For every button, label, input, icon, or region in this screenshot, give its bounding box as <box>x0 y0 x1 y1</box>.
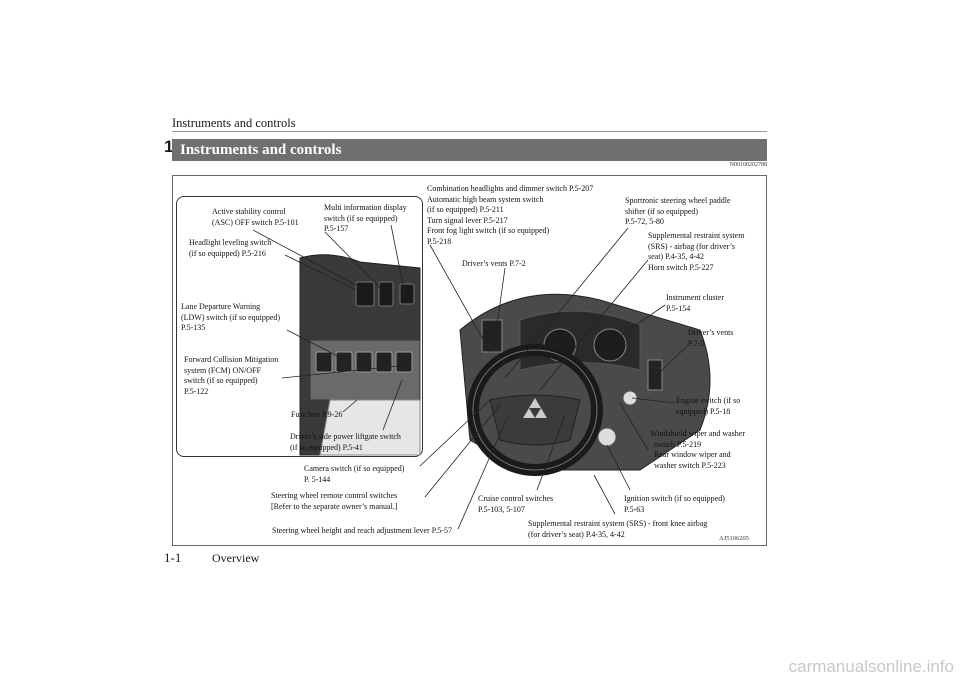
label-fuse-box: Fuse box P.9-26 <box>291 410 343 419</box>
label-multi-info-display-switch: Multi information display switch (if so … <box>324 203 407 234</box>
running-header: Instruments and controls <box>172 116 296 130</box>
figure-code: AJ5106205 <box>719 535 749 542</box>
label-ignition-switch: Ignition switch (if so equipped) P.5-63 <box>624 494 725 514</box>
switch-panel-inset <box>176 196 423 457</box>
label-asc-off-switch: Active stability control (ASC) OFF switc… <box>212 207 299 227</box>
header-rule <box>172 131 767 132</box>
label-drivers-vents-left: Driver’s vents P.7-2 <box>462 259 526 268</box>
label-combination-headlights: Combination headlights and dimmer switch… <box>427 184 594 246</box>
chapter-number: 1 <box>164 137 174 156</box>
footer-section: Overview <box>212 551 260 565</box>
section-title: Instruments and controls <box>180 142 342 158</box>
label-paddle-shifter: Sportronic steering wheel paddle shifter… <box>625 196 731 227</box>
label-steering-remote-switches: Steering wheel remote control switches [… <box>271 491 398 511</box>
leader-lines <box>252 224 689 530</box>
label-steering-adjust-lever: Steering wheel height and reach adjustme… <box>272 526 452 535</box>
figure-frame <box>172 175 767 546</box>
label-fcm-switch: Forward Collision Mitigation system (FCM… <box>184 355 279 396</box>
section-bar: Instruments and controls <box>172 139 767 161</box>
label-wiper-washer-switch: Windshield wiper and washer switch P.5-2… <box>650 429 745 470</box>
label-drivers-vents-right: Driver’s vents P.7-2 <box>688 328 734 348</box>
label-knee-airbag: Supplemental restraint system (SRS) - fr… <box>528 519 708 539</box>
label-power-liftgate-switch: Driver’s side power liftgate switch (if … <box>290 432 401 452</box>
label-camera-switch: Camera switch (if so equipped) P. 5-144 <box>304 464 405 484</box>
page-number: 1-1 <box>164 550 182 565</box>
label-srs-airbag-horn: Supplemental restraint system (SRS) - ai… <box>648 231 745 272</box>
label-instrument-cluster: Instrument cluster P.5-154 <box>666 293 724 313</box>
main-dashboard-drawing <box>459 293 711 476</box>
watermark: carmanualsonline.info <box>788 657 954 676</box>
label-cruise-control-switches: Cruise control switches P.5-103, 5-107 <box>478 494 554 514</box>
doc-code: N00100202788 <box>729 162 767 168</box>
inset-panel-drawing <box>299 254 421 456</box>
label-engine-switch: Engine switch (if so equipped) P.5-18 <box>676 396 741 416</box>
label-headlight-leveling-switch: Headlight leveling switch (if so equippe… <box>189 238 272 258</box>
label-ldw-switch: Lane Departure Warning (LDW) switch (if … <box>181 302 281 333</box>
